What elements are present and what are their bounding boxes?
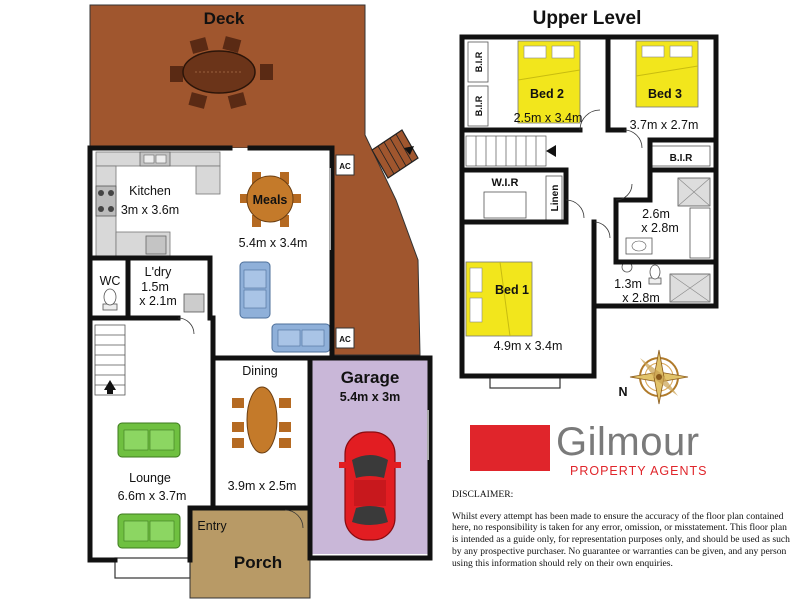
bir-1-box bbox=[467, 41, 489, 83]
laundry-height: x 2.1m bbox=[139, 294, 177, 308]
ground-windows bbox=[329, 168, 429, 460]
bir-2-box bbox=[467, 85, 489, 127]
ensuite-size-2: x 2.8m bbox=[622, 291, 660, 305]
bed2-bed bbox=[517, 40, 581, 124]
garage-size: 5.4m x 3m bbox=[340, 390, 400, 404]
bed1-label: Bed 1 bbox=[495, 283, 529, 297]
ensuite-size-1: 1.3m bbox=[614, 277, 642, 291]
lounge-window-bay bbox=[114, 557, 191, 579]
kitchen-counters bbox=[95, 151, 221, 259]
meals-label: Meals bbox=[253, 193, 288, 207]
upper-level-title: Upper Level bbox=[533, 8, 642, 29]
sofa-blue-left bbox=[239, 261, 271, 319]
kitchen-size: 3m x 3.6m bbox=[121, 203, 179, 217]
lounge-label: Lounge bbox=[129, 471, 171, 485]
car-icon bbox=[339, 431, 401, 541]
outdoor-table bbox=[170, 36, 273, 109]
linen-label: Linen bbox=[550, 185, 561, 212]
ground-doors bbox=[177, 317, 304, 529]
ground-walls bbox=[87, 145, 433, 563]
porch-area bbox=[189, 507, 311, 599]
bed3-bed bbox=[635, 40, 699, 108]
deck-label: Deck bbox=[204, 9, 245, 28]
laundry-tub bbox=[183, 293, 205, 313]
entry-label: Entry bbox=[197, 519, 227, 533]
ac-label-1: AC bbox=[339, 162, 351, 171]
bath-size-1: 2.6m bbox=[642, 207, 670, 221]
bed1-bed bbox=[465, 261, 533, 337]
deck-stairs bbox=[371, 129, 419, 179]
disclaimer-body: Whilst every attempt has been made to en… bbox=[452, 510, 790, 569]
laundry-width: 1.5m bbox=[141, 280, 169, 294]
agency-tagline: PROPERTY AGENTS bbox=[570, 464, 708, 478]
kitchen-label: Kitchen bbox=[129, 184, 171, 198]
agency-name: Gilmour bbox=[556, 420, 700, 464]
sofa-green-top bbox=[117, 422, 181, 458]
dining-table bbox=[232, 386, 291, 454]
bed2-label: Bed 2 bbox=[530, 87, 564, 101]
ac-label-2: AC bbox=[339, 335, 351, 344]
bed3-size: 3.7m x 2.7m bbox=[630, 118, 699, 132]
bir-3-label: B.I.R bbox=[670, 153, 694, 164]
wir-rail bbox=[483, 191, 527, 219]
ensuite-fixtures bbox=[621, 261, 711, 303]
bathroom-fixtures bbox=[625, 177, 711, 259]
upper-stairs-arrow bbox=[546, 145, 556, 157]
upper-stairs bbox=[465, 135, 547, 167]
garage-label: Garage bbox=[341, 368, 400, 387]
ac-unit-2 bbox=[335, 327, 355, 349]
upper-doors bbox=[565, 109, 643, 239]
lounge-size: 6.6m x 3.7m bbox=[118, 489, 187, 503]
wir-label: W.I.R bbox=[492, 177, 519, 189]
disclaimer: DISCLAIMER: Whilst every attempt has bee… bbox=[452, 489, 790, 569]
meals-size: 5.4m x 3.4m bbox=[239, 236, 308, 250]
sofa-blue-bottom bbox=[271, 323, 331, 353]
sofa-green-bottom bbox=[117, 513, 181, 549]
porch-label: Porch bbox=[234, 553, 282, 572]
dining-size: 3.9m x 2.5m bbox=[228, 479, 297, 493]
compass-icon bbox=[629, 349, 689, 405]
bir-2-label: B.I.R bbox=[474, 95, 484, 116]
wc-label: WC bbox=[100, 274, 121, 288]
wc-toilet bbox=[102, 288, 118, 311]
meals-table bbox=[240, 172, 301, 227]
agency-logo-mark bbox=[470, 425, 550, 471]
disclaimer-heading: DISCLAIMER: bbox=[452, 489, 514, 500]
bath-size-2: x 2.8m bbox=[641, 221, 679, 235]
bed3-label: Bed 3 bbox=[648, 87, 682, 101]
bir-1-label: B.I.R bbox=[474, 51, 484, 72]
bed1-size: 4.9m x 3.4m bbox=[494, 339, 563, 353]
compass-north-label: N bbox=[618, 385, 627, 399]
dining-label: Dining bbox=[242, 364, 277, 378]
ac-unit-1 bbox=[335, 154, 355, 176]
lounge-stairs bbox=[94, 324, 126, 396]
laundry-label: L'dry bbox=[145, 265, 172, 279]
bed2-size: 2.5m x 3.4m bbox=[514, 111, 583, 125]
upper-walls bbox=[459, 34, 719, 379]
